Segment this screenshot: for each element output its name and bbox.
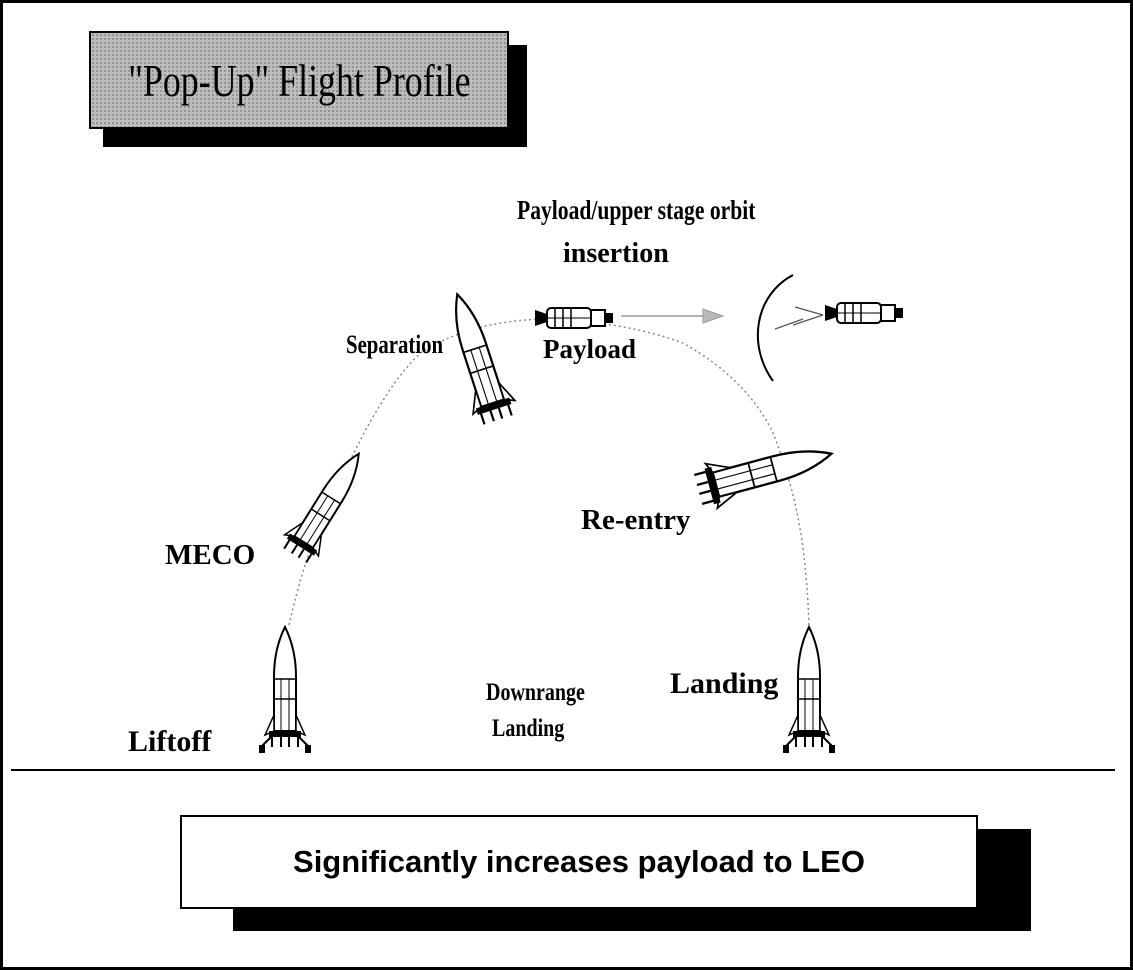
downrange-label-line2: Landing [492,715,565,742]
orbit-payload-icon [824,302,904,324]
liftoff-rocket-icon [259,627,311,753]
meco-label: MECO [165,539,256,571]
reentry-rocket-icon [691,430,839,513]
reentry-label: Re-entry [581,504,691,536]
title-box: "Pop-Up" Flight Profile [89,31,509,129]
payload-label: Payload [543,334,637,364]
summary-text: Significantly increases payload to LEO [293,844,865,879]
slide-title: "Pop-Up" Flight Profile [127,54,471,106]
orbit-arrowhead-icon [702,308,725,324]
payload-icon [534,307,614,329]
payload-orbit-label-line1: Payload/upper stage orbit [517,195,756,225]
separation-label: Separation [346,330,444,359]
ascent-trajectory [288,318,810,636]
orbit-fairing-arc-icon [756,274,794,382]
liftoff-label: Liftoff [128,725,212,758]
meco-rocket-icon [277,442,377,568]
separation-rocket-icon [435,286,521,428]
flight-profile-diagram [3,274,904,967]
landing-rocket-icon [783,627,835,753]
landing-label: Landing [670,667,779,700]
engine-plume-icon [774,306,824,330]
downrange-label-line1: Downrange [486,679,585,706]
payload-orbit-label-line2: insertion [563,238,669,269]
summary-box: Significantly increases payload to LEO [180,815,978,909]
divider-line [11,769,1115,771]
